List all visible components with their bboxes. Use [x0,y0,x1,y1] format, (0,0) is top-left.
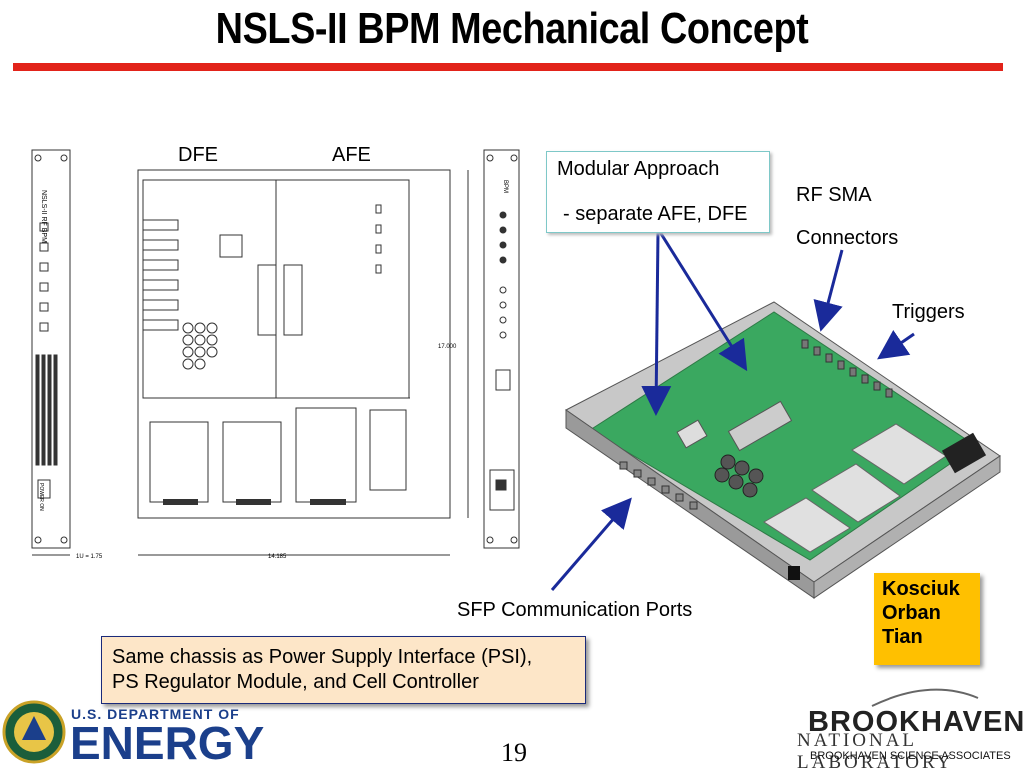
doe-seal-logo [2,700,66,764]
doe-text-line2: ENERGY [70,717,265,769]
author-name: Tian [882,626,923,648]
modular-approach-box [546,151,770,233]
afe-label: AFE [332,144,371,166]
rf-sma-label-line2: Connectors [796,227,899,249]
author-name: Kosciuk [882,578,960,600]
page-number: 19 [501,738,527,767]
author-name: Orban [882,602,941,624]
title-rule [13,63,1003,71]
chassis-3d-illustration [565,301,1001,599]
chassis-note-line2: PS Regulator Module, and Cell Controller [112,671,479,693]
slide-title: NSLS-II BPM Mechanical Concept [215,4,809,53]
height-dimension: 17.000 [438,344,457,350]
front-panel-label: NSLS-II RF BPM [40,190,47,243]
power-label: POWER ON [38,483,44,511]
bnl-name: BROOKHAVEN [808,706,1024,738]
chassis-note-line1: Same chassis as Power Supply Interface (… [112,646,533,668]
mechanical-drawing: NSLS-II RF BPM BPM POWER ON 17.000 14.18… [31,149,520,560]
width-dimension: 14.185 [268,554,287,560]
chassis-note-box: Same chassis as Power Supply Interface (… [101,636,586,704]
triggers-arrow [877,330,915,360]
front-panel-outline [31,149,71,549]
modular-approach-title: Modular Approach [557,158,720,180]
modular-arrow-left [641,231,672,416]
sfp-ports-label: SFP Communication Ports [457,599,693,621]
rf-sma-arrow [813,249,844,332]
bnl-associates: BROOKHAVEN SCIENCE ASSOCIATES [810,750,1011,762]
sfp-arrow [550,497,632,591]
rf-sma-label-line1: RF SMA [796,184,872,206]
modular-approach-detail: - separate AFE, DFE [563,203,748,225]
modular-arrow-right [658,231,748,372]
doe-text-line1: U.S. DEPARTMENT OF [71,706,240,722]
authors-box: Kosciuk Orban Tian [874,573,980,665]
side-face [813,455,1001,599]
triggers-label: Triggers [892,301,965,323]
panel-dimension: 1U = 1.75 [76,554,103,560]
rear-panel-label: BPM [502,180,508,193]
dfe-label: DFE [178,144,218,166]
bnl-swoosh-icon [871,688,979,707]
